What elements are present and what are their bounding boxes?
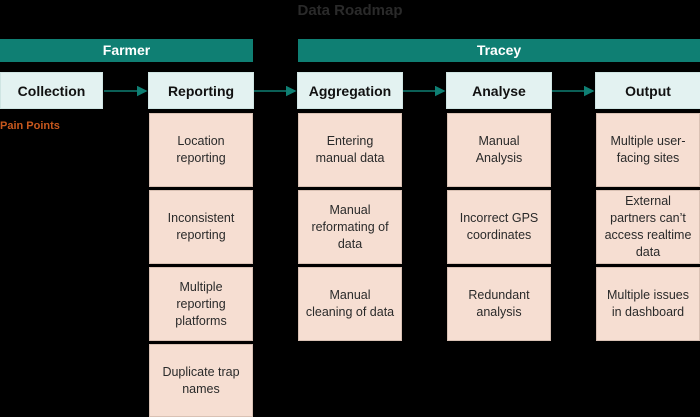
pain-card: External partners can’t access realtime … [596, 190, 700, 264]
banner-tracey: Tracey [298, 39, 700, 62]
pain-card: Redundant analysis [447, 267, 551, 341]
stage-analyse: Analyse [446, 72, 552, 109]
pain-card: Duplicate trap names [149, 344, 253, 417]
pain-card: Multiple user-facing sites [596, 113, 700, 187]
pain-card: Location reporting [149, 113, 253, 187]
stage-output: Output [595, 72, 700, 109]
diagram-title: Data Roadmap [297, 2, 403, 19]
pain-card: Multiple reporting platforms [149, 267, 253, 341]
pain-card: Inconsistent reporting [149, 190, 253, 264]
pain-card: Manual reformating of data [298, 190, 402, 264]
banner-farmer: Farmer [0, 39, 253, 62]
stage-aggregation: Aggregation [297, 72, 403, 109]
pain-points-label: Pain Points [0, 120, 60, 132]
stage-collection: Collection [0, 72, 103, 109]
stage-reporting: Reporting [148, 72, 254, 109]
pain-card: Entering manual data [298, 113, 402, 187]
pain-card: Manual Analysis [447, 113, 551, 187]
pain-card: Multiple issues in dashboard [596, 267, 700, 341]
pain-card: Incorrect GPS coordinates [447, 190, 551, 264]
pain-card: Manual cleaning of data [298, 267, 402, 341]
